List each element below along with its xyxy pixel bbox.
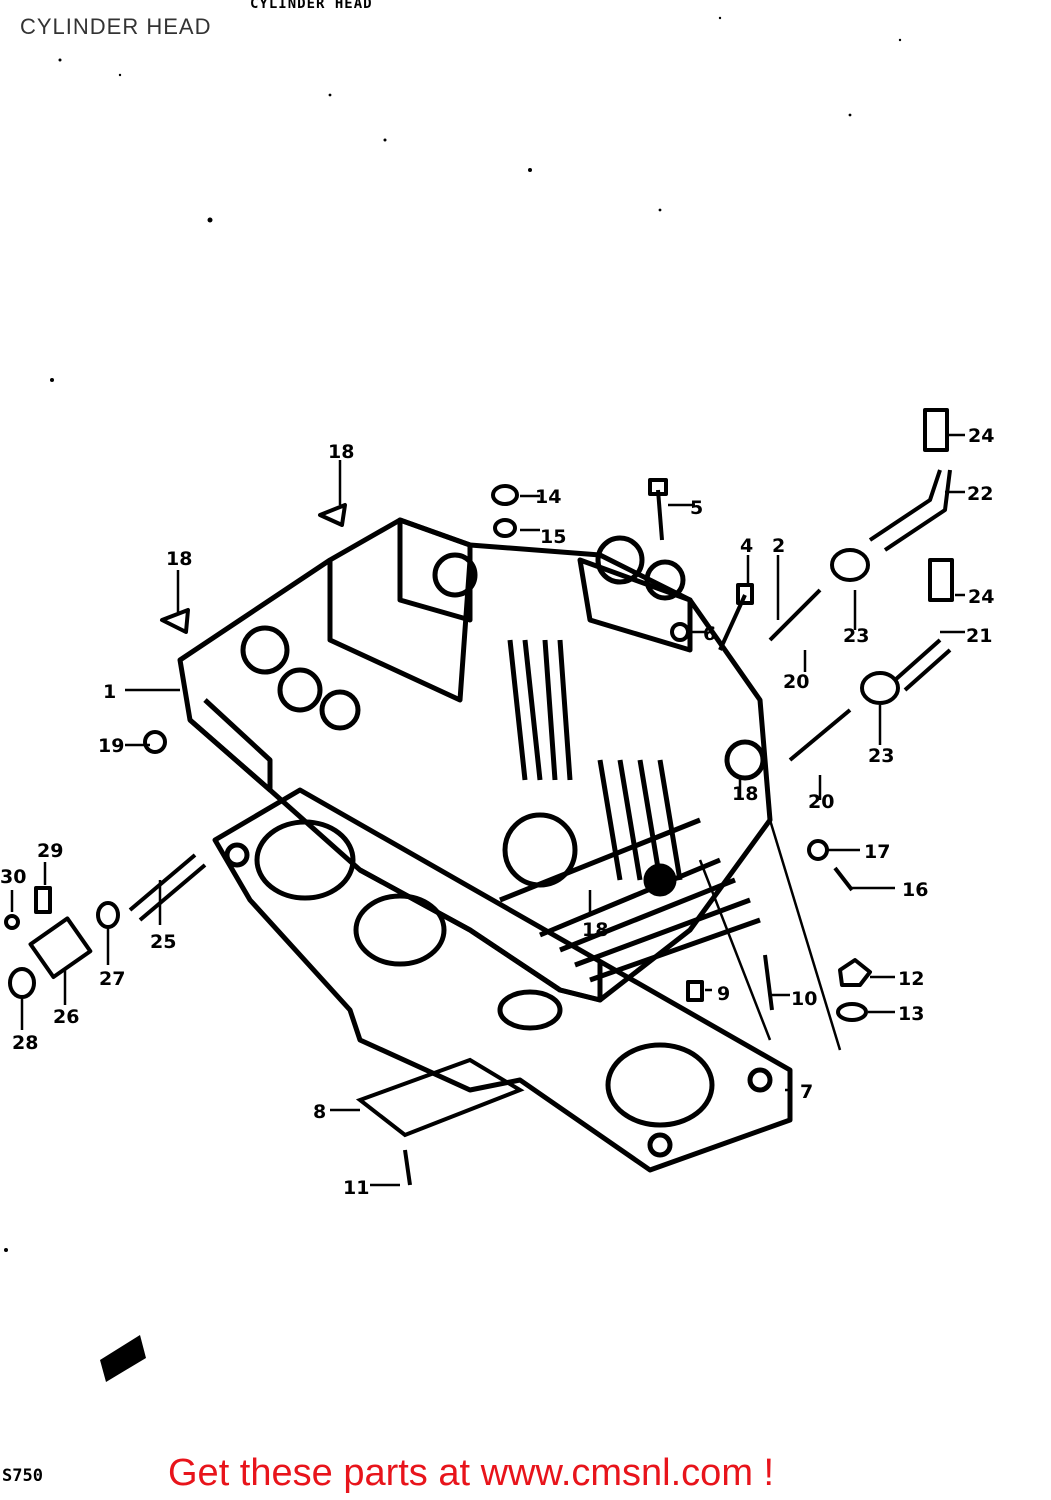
parts-link[interactable]: Get these parts at www.cmsnl.com ! <box>168 1452 775 1494</box>
page-title: CYLINDER HEAD <box>20 14 212 39</box>
scan-noise <box>4 16 902 1252</box>
callout-14: 14 <box>535 486 561 508</box>
callout-23-b: 23 <box>868 745 894 767</box>
callout-20-a: 20 <box>783 671 809 693</box>
callout-18-b: 18 <box>166 548 192 570</box>
callout-24-a: 24 <box>968 425 994 447</box>
callout-29: 29 <box>37 840 63 862</box>
oil-gasket <box>355 1057 525 1138</box>
scan-mark <box>100 1335 146 1382</box>
callout-16: 16 <box>902 879 928 901</box>
callout-25: 25 <box>150 931 176 953</box>
callout-13: 13 <box>898 1003 924 1025</box>
callout-27: 27 <box>99 968 125 990</box>
callout-18-c: 18 <box>732 783 758 805</box>
callout-4: 4 <box>740 535 753 557</box>
callout-6: 6 <box>703 623 716 645</box>
callout-10: 10 <box>791 988 817 1010</box>
callout-5: 5 <box>690 497 703 519</box>
callout-19: 19 <box>98 735 124 757</box>
callout-26: 26 <box>53 1006 79 1028</box>
callout-15: 15 <box>540 526 566 548</box>
callout-8: 8 <box>313 1101 326 1123</box>
head-gasket <box>212 787 793 1173</box>
callout-12: 12 <box>898 968 924 990</box>
callout-28: 28 <box>12 1032 38 1054</box>
leader-lines <box>10 433 965 1187</box>
scan-header: CYLINDER HEAD <box>250 0 373 12</box>
callout-20-b: 20 <box>808 791 834 813</box>
callout-7: 7 <box>800 1081 813 1103</box>
callout-1: 1 <box>103 681 116 703</box>
callout-2: 2 <box>772 535 785 557</box>
callout-17: 17 <box>864 841 890 863</box>
callout-labels: 1 2 4 5 6 7 8 9 10 11 12 13 14 15 16 17 … <box>0 425 994 1199</box>
cylinder-head-body <box>177 517 773 1003</box>
callout-11: 11 <box>343 1177 369 1199</box>
callout-18-d: 18 <box>582 919 608 941</box>
callout-21: 21 <box>966 625 992 647</box>
model-code: S750 <box>2 1466 43 1486</box>
callout-23-a: 23 <box>843 625 869 647</box>
callout-9: 9 <box>717 983 730 1005</box>
callout-22: 22 <box>967 483 993 505</box>
callout-30: 30 <box>0 866 26 888</box>
callout-18-a: 18 <box>328 441 354 463</box>
callout-24-b: 24 <box>968 586 994 608</box>
